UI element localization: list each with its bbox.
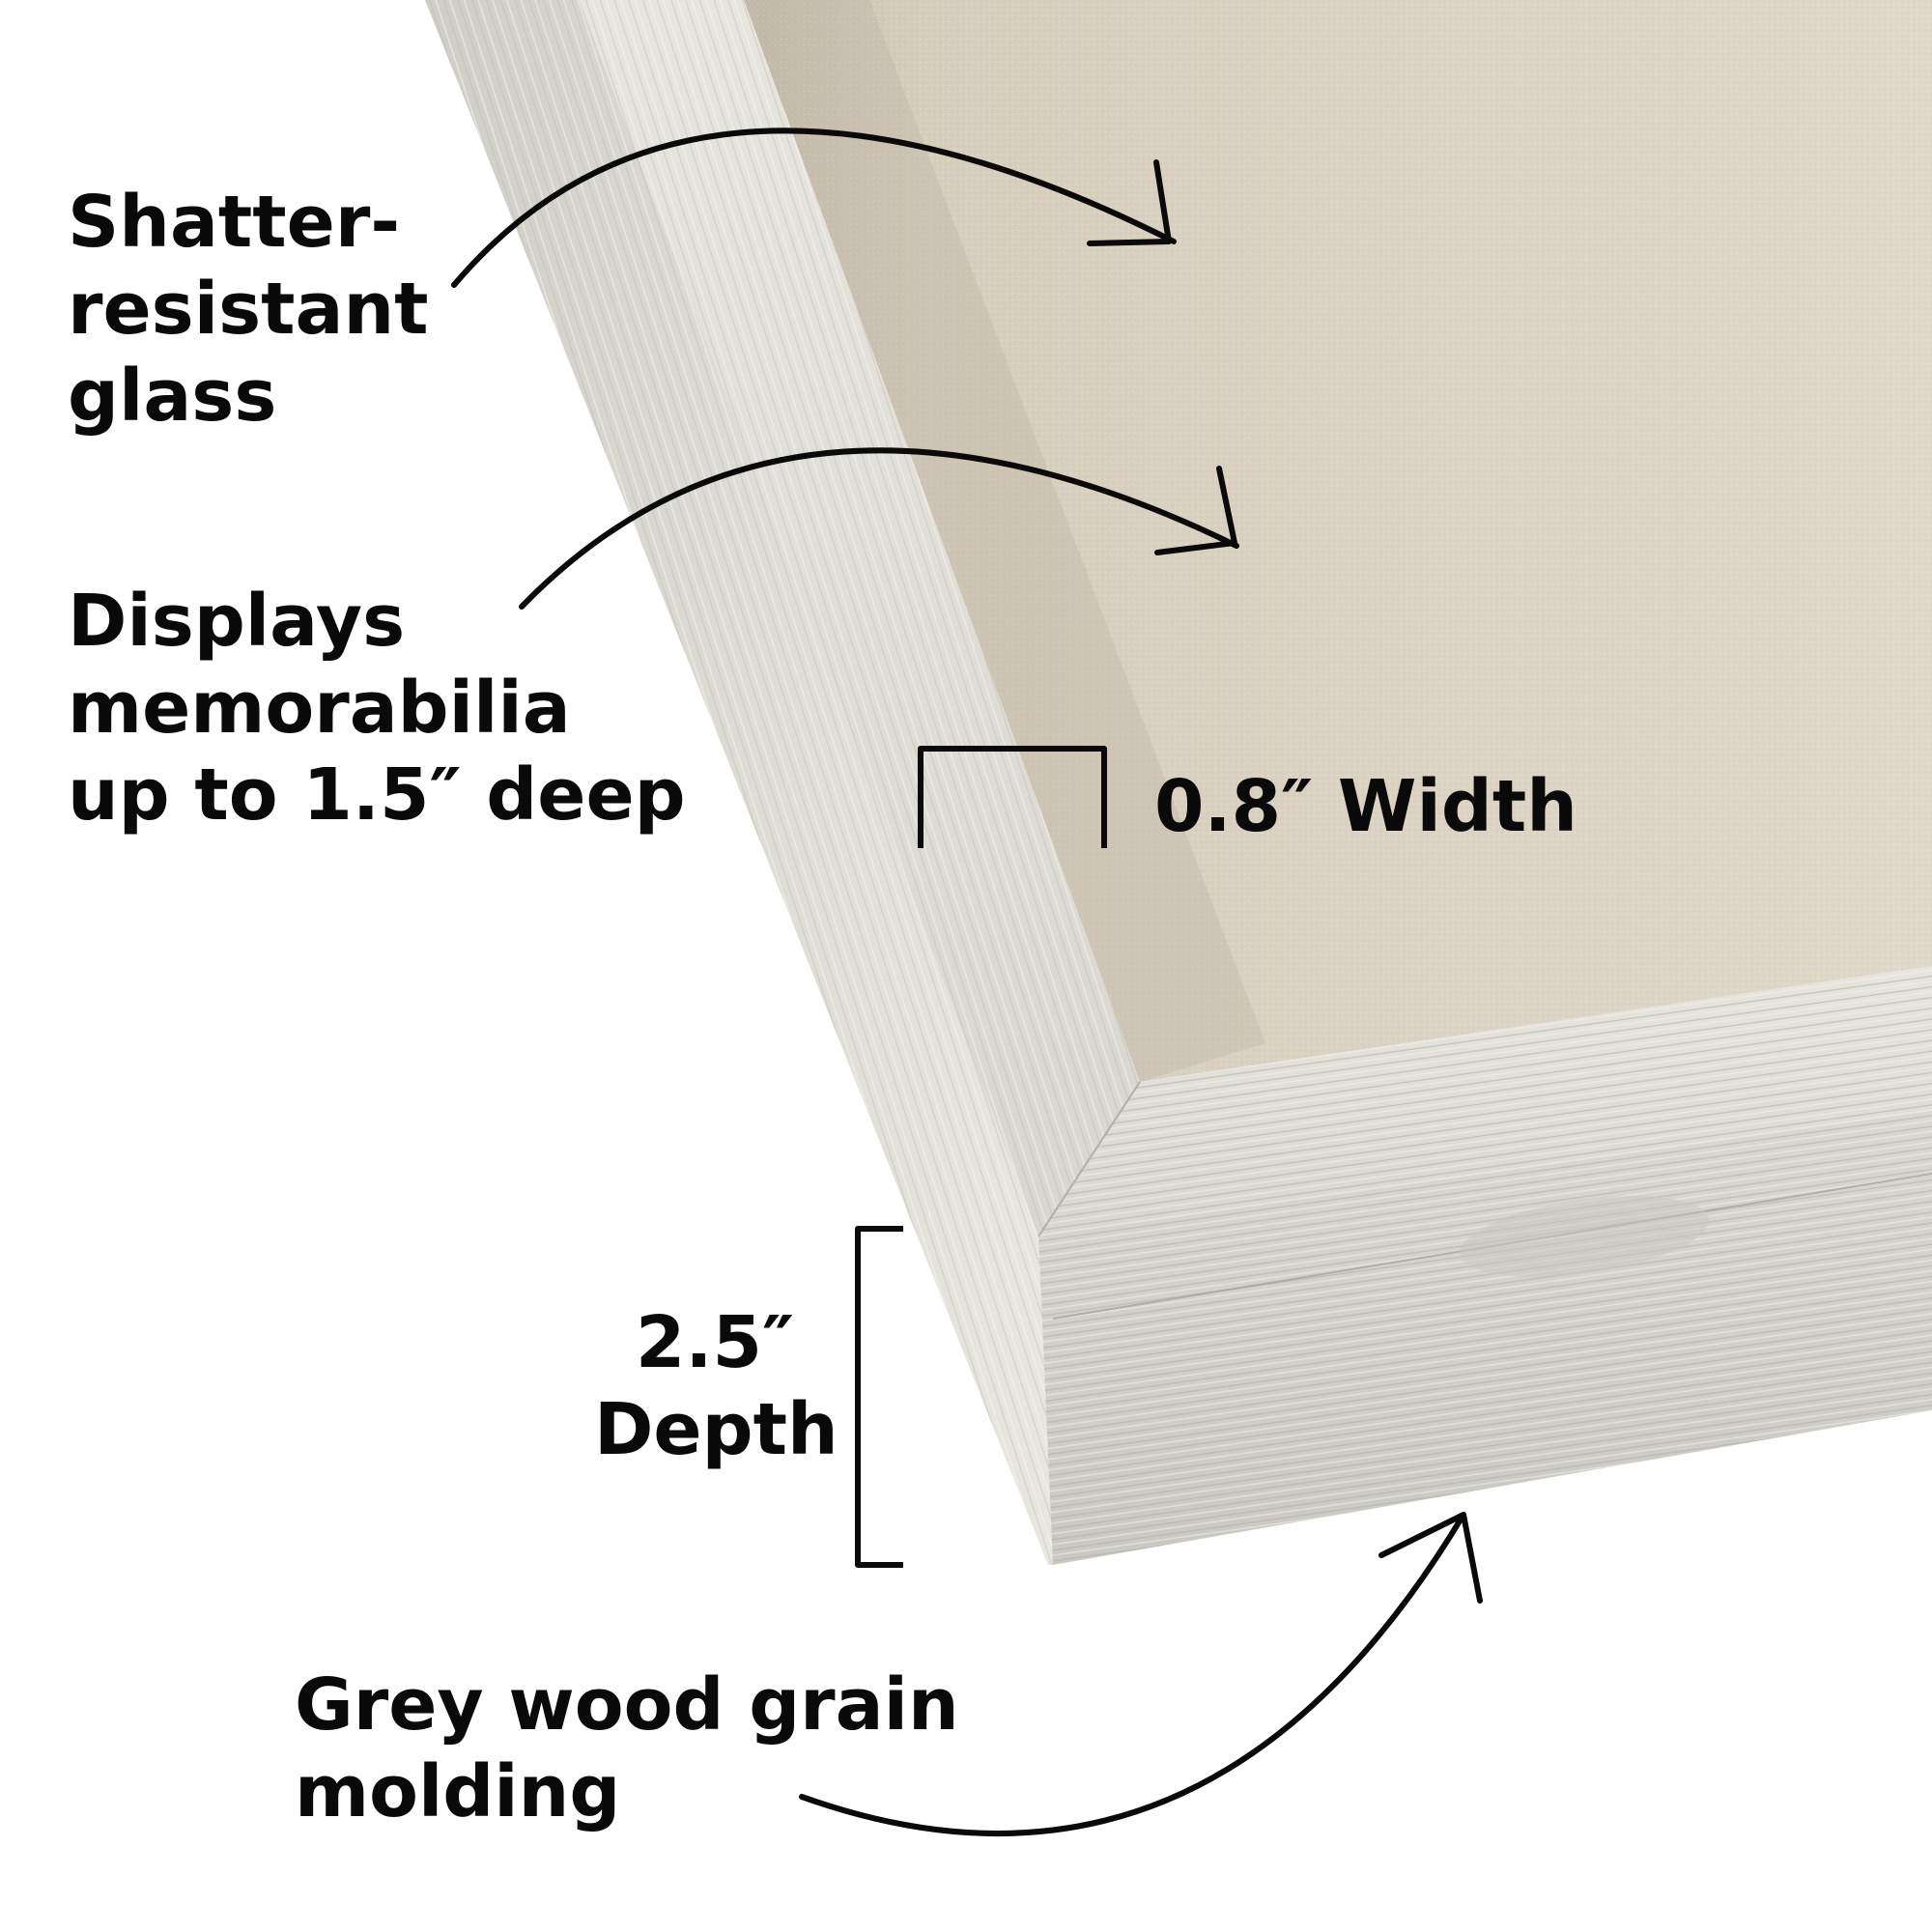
callout-grey-wood-grain-molding: Grey wood grain molding [295,1662,959,1835]
callout-shatter-resistant-glass: Shatter- resistant glass [68,179,429,440]
callout-text: Grey wood grain [295,1663,959,1747]
callout-text: resistant [68,268,429,351]
callout-text: Depth [594,1388,838,1471]
callout-text: 2.5″ [635,1301,795,1384]
memorabilia-arrow-icon [519,447,1239,610]
depth-bracket-icon [855,1226,903,1568]
frame-bottom-rail-top [1037,966,1932,1237]
callout-text: up to 1.5″ deep [68,753,686,837]
callout-text: glass [68,355,277,438]
molding-arrow-icon [799,1512,1483,1836]
callout-width: 0.8″ Width [1154,771,1577,842]
frame-front-face [1038,1111,1932,1565]
callout-text: 0.8″ Width [1154,765,1577,848]
glass-arrow-icon [451,128,1177,288]
width-bracket-icon [918,746,1107,848]
callout-text: molding [295,1750,621,1833]
callout-text: Shatter- [68,181,401,264]
callout-text: memorabilia [68,667,571,750]
callout-displays-memorabilia: Displays memorabilia up to 1.5″ deep [68,578,686,838]
callout-depth: 2.5″ Depth [594,1299,838,1473]
callout-text: Displays [68,580,406,663]
frame-left-rail [425,0,1140,1565]
